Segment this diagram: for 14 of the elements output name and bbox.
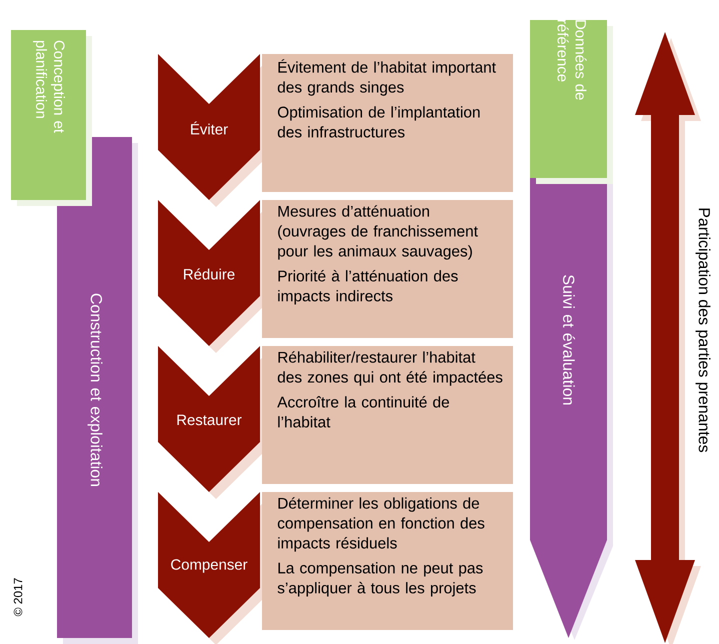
text-box: Évitement de l’habitat important des grands singes Optimisation de l’implantation des infrastructures: [262, 54, 513, 192]
text-box: Mesures d’atténuation (ouvrages de franchissement pour les animaux sauvages) Priorité à l’atténuation des impacts indirects: [262, 200, 513, 338]
copyright-note: © 2017: [14, 578, 22, 616]
phase-box: Conception et planification: [11, 30, 92, 206]
text-box: Réhabiliter/restaurer l’habitat des zones qui ont été impactées Accroître la continuité de l’habitat: [262, 346, 513, 484]
side-label: Participation des parties prenantes: [696, 208, 710, 452]
step-banner: Restaurer: [158, 346, 267, 499]
arrow-band: Suivi et évaluation: [530, 178, 613, 640]
step-banner: Réduire: [158, 200, 267, 353]
phase-box: Données de référence: [530, 20, 613, 184]
step-banner: Éviter: [158, 54, 267, 207]
phase-box: Construction et exploitation: [57, 137, 138, 644]
step-banner: Compenser: [158, 492, 267, 644]
text-box: Déterminer les obligations de compensation en fonction des impacts résiduels La compensation ne peut pas s’appliquer à tous les projets: [262, 492, 513, 630]
